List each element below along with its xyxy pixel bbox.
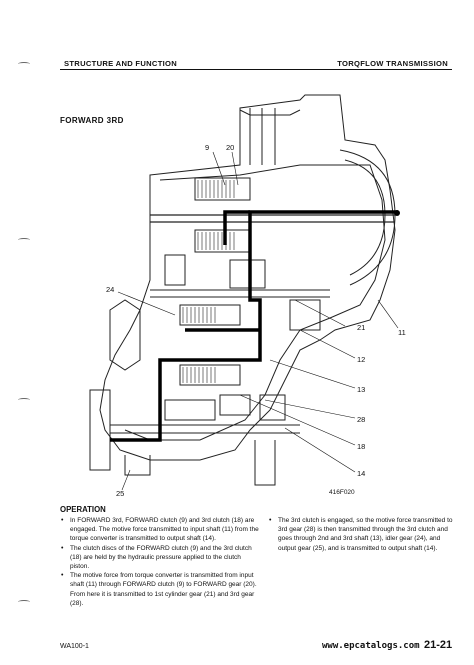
callout-13: 13 (357, 385, 365, 394)
operation-bullet: The clutch discs of the FORWARD clutch (… (60, 544, 260, 572)
binder-mark (18, 398, 30, 402)
callout-11: 11 (398, 328, 406, 337)
callout-25: 25 (116, 489, 124, 498)
operation-heading: OPERATION (60, 505, 106, 514)
operation-bullet: In FORWARD 3rd, FORWARD clutch (9) and 3… (60, 516, 260, 544)
watermark-url: www.epcatalogs.com (322, 641, 420, 651)
callout-21: 21 (357, 323, 365, 332)
binder-mark (18, 62, 30, 66)
header-rule (60, 69, 452, 70)
binder-mark (18, 238, 30, 242)
page-title: FORWARD 3RD (60, 116, 124, 125)
operation-bullet: The 3rd clutch is engaged, so the motive… (268, 516, 458, 553)
header-component-title: TORQFLOW TRANSMISSION (337, 59, 448, 68)
operation-left-column: In FORWARD 3rd, FORWARD clutch (9) and 3… (60, 516, 260, 608)
figure-code: 416F020 (329, 489, 355, 496)
callout-20: 20 (226, 143, 234, 152)
callout-12: 12 (357, 355, 365, 364)
page-number: 21-21 (424, 639, 453, 651)
model-number: WA100-1 (60, 643, 89, 650)
binder-mark (18, 600, 30, 604)
callout-9: 9 (205, 143, 209, 152)
callout-24: 24 (106, 285, 114, 294)
operation-right-column: The 3rd clutch is engaged, so the motive… (268, 516, 458, 553)
callout-18: 18 (357, 442, 365, 451)
callout-28: 28 (357, 415, 365, 424)
callout-14: 14 (357, 469, 365, 478)
header-section-title: STRUCTURE AND FUNCTION (64, 59, 178, 68)
operation-bullet: The motive force from torque converter i… (60, 571, 260, 608)
